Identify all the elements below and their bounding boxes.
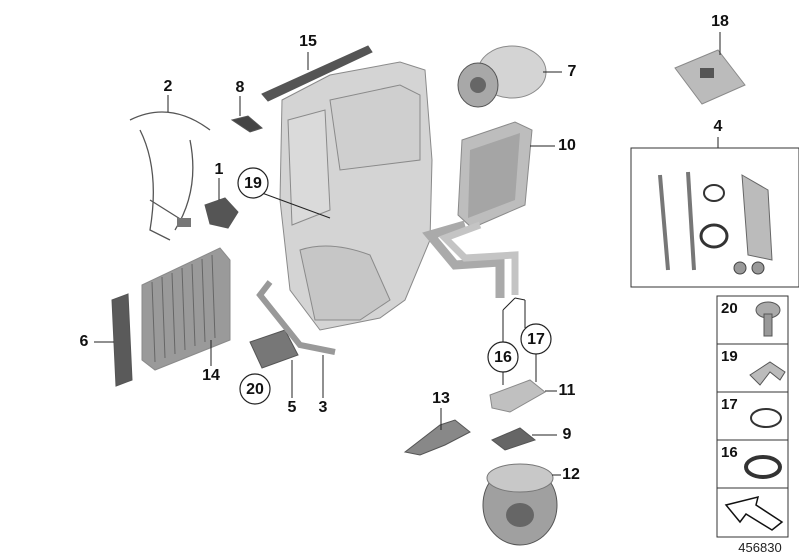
callout-1[interactable]: 1 bbox=[215, 161, 224, 178]
callout-6[interactable]: 6 bbox=[80, 333, 89, 350]
heater-housing bbox=[279, 61, 433, 331]
part-12-blower-housing bbox=[482, 463, 558, 546]
callout-circle-17 bbox=[520, 323, 552, 355]
part-2-wiring-harness bbox=[129, 111, 211, 241]
part-9-gasket bbox=[491, 427, 537, 451]
callout-8[interactable]: 8 bbox=[236, 79, 245, 96]
o-ring-16-icon bbox=[744, 455, 782, 479]
part-4-kit-box bbox=[630, 137, 799, 288]
callout-18[interactable]: 18 bbox=[711, 13, 729, 30]
part-8-sensor bbox=[230, 115, 263, 133]
callout-19[interactable]: 19 bbox=[244, 175, 262, 192]
part-5-control-unit bbox=[249, 329, 299, 369]
callout-4[interactable]: 4 bbox=[714, 118, 723, 135]
callout-14[interactable]: 14 bbox=[202, 367, 220, 384]
o-ring-17-icon bbox=[750, 408, 782, 428]
callout-10[interactable]: 10 bbox=[558, 137, 576, 154]
callout-16[interactable]: 16 bbox=[494, 349, 512, 366]
callout-circle-19 bbox=[237, 167, 269, 199]
part-11-expansion-valve bbox=[489, 379, 546, 413]
callout-13[interactable]: 13 bbox=[432, 390, 450, 407]
legend-label-17[interactable]: 17 bbox=[721, 396, 738, 413]
legend-label-19[interactable]: 19 bbox=[721, 348, 738, 365]
part-18-clip bbox=[674, 49, 746, 105]
legend-column bbox=[716, 295, 789, 538]
callout-circle-20 bbox=[239, 373, 271, 405]
clip-icon bbox=[749, 361, 786, 386]
diagram-number: 456830 bbox=[738, 540, 781, 555]
callout-20[interactable]: 20 bbox=[246, 381, 264, 398]
callout-9[interactable]: 9 bbox=[563, 426, 572, 443]
callout-3[interactable]: 3 bbox=[319, 399, 328, 416]
part-3-drain-hose bbox=[256, 280, 336, 355]
part-10-evaporator bbox=[457, 121, 533, 229]
callout-5[interactable]: 5 bbox=[288, 399, 297, 416]
callout-15[interactable]: 15 bbox=[299, 33, 317, 50]
callout-2[interactable]: 2 bbox=[164, 78, 173, 95]
refrigerant-pipes bbox=[422, 220, 519, 298]
legend-label-20[interactable]: 20 bbox=[721, 300, 738, 317]
callout-7[interactable]: 7 bbox=[568, 63, 577, 80]
part-6-bracket bbox=[111, 293, 133, 387]
callout-12[interactable]: 12 bbox=[562, 466, 580, 483]
direction-arrow-icon bbox=[724, 495, 784, 531]
legend-label-16[interactable]: 16 bbox=[721, 444, 738, 461]
part-15-filter bbox=[261, 45, 373, 102]
part-1-actuator bbox=[204, 197, 239, 229]
screw-icon bbox=[755, 301, 781, 337]
callout-circle-16 bbox=[487, 341, 519, 373]
part-7-blower-motor bbox=[457, 45, 547, 108]
callout-17[interactable]: 17 bbox=[527, 331, 545, 348]
callout-11[interactable]: 11 bbox=[559, 382, 576, 399]
part-14-heater-core bbox=[141, 247, 231, 371]
part-13-bracket bbox=[403, 419, 471, 456]
